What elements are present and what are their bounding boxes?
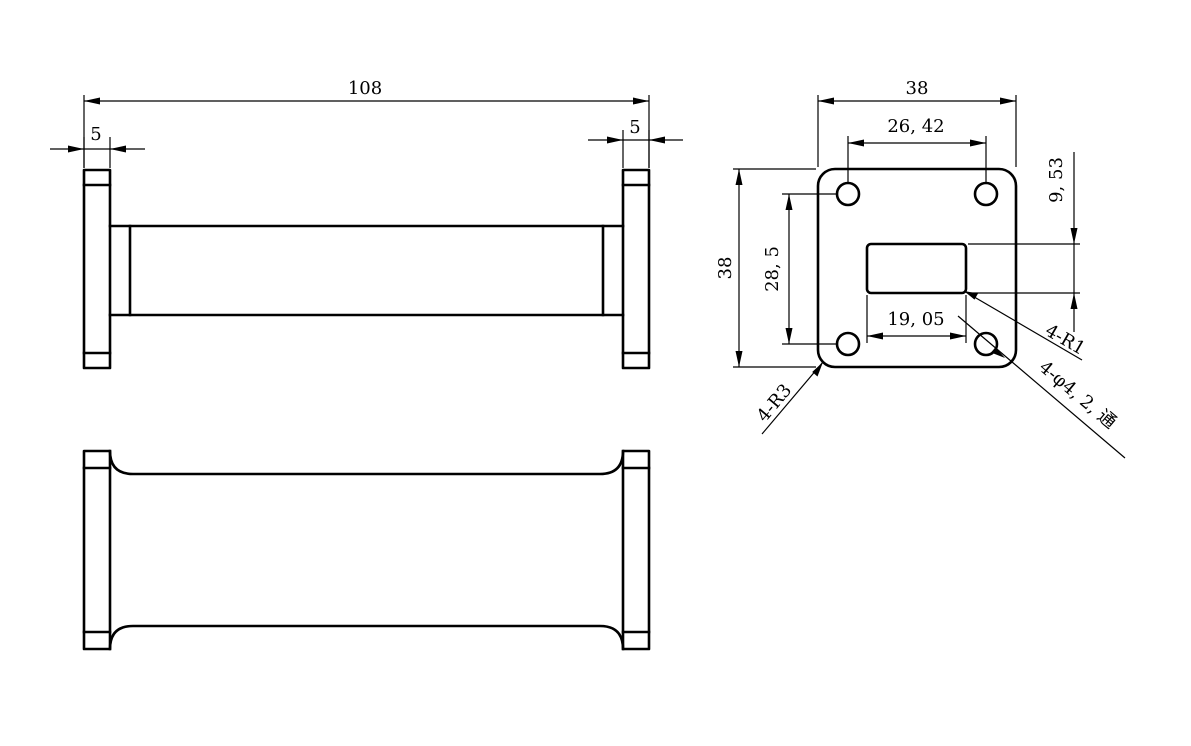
left-flange bbox=[82, 168, 112, 370]
hole-top-left bbox=[835, 181, 861, 207]
dimension-slot-width: 19, 05 bbox=[866, 295, 967, 343]
dimension-right-flange-thickness: 5 bbox=[588, 117, 683, 168]
top-view-left-flange bbox=[82, 449, 112, 651]
dimension-text-19-05: 19, 05 bbox=[887, 309, 944, 330]
dimension-text-38-width: 38 bbox=[906, 78, 929, 99]
dimension-left-flange-thickness: 5 bbox=[50, 124, 145, 168]
leader-text-4-r1: 4-R1 bbox=[1042, 320, 1089, 359]
hole-top-right bbox=[973, 181, 999, 207]
front-view bbox=[816, 167, 1018, 369]
top-view bbox=[82, 449, 651, 651]
dimension-flange-height: 38 bbox=[715, 168, 816, 368]
dimension-text-26-42: 26, 42 bbox=[887, 116, 944, 137]
dimension-slot-height: 9, 53 bbox=[968, 152, 1080, 332]
top-view-right-flange bbox=[621, 449, 651, 651]
dimension-hole-spacing-horizontal: 26, 42 bbox=[847, 116, 987, 182]
top-view-body-bottom-edge bbox=[108, 624, 625, 651]
leader-text-4-r3: 4-R3 bbox=[753, 380, 796, 426]
dimension-text-5-left: 5 bbox=[90, 124, 101, 145]
dimension-flange-width: 38 bbox=[817, 78, 1017, 167]
dimension-text-9-53: 9, 53 bbox=[1046, 157, 1067, 203]
dimension-text-28-5: 28, 5 bbox=[762, 246, 783, 292]
leader-text-through-holes: 4-φ4, 2, 通 bbox=[1035, 357, 1120, 433]
leader-flange-corner-radius: 4-R3 bbox=[753, 361, 824, 435]
dimension-text-5-right: 5 bbox=[629, 117, 640, 138]
top-view-body-top-edge bbox=[108, 449, 625, 476]
hole-bottom-left bbox=[835, 331, 861, 357]
leader-slot-corner-radius: 4-R1 bbox=[963, 290, 1089, 361]
right-flange bbox=[621, 168, 651, 370]
flange-outline bbox=[816, 167, 1018, 369]
side-view bbox=[82, 168, 651, 370]
dimension-overall-length: 108 bbox=[83, 78, 650, 168]
dimension-text-38-height: 38 bbox=[715, 257, 736, 280]
dimension-text-108: 108 bbox=[348, 78, 382, 99]
dimension-hole-spacing-vertical: 28, 5 bbox=[762, 193, 836, 345]
hole-bottom-right bbox=[973, 331, 999, 357]
waveguide-slot bbox=[865, 242, 968, 295]
